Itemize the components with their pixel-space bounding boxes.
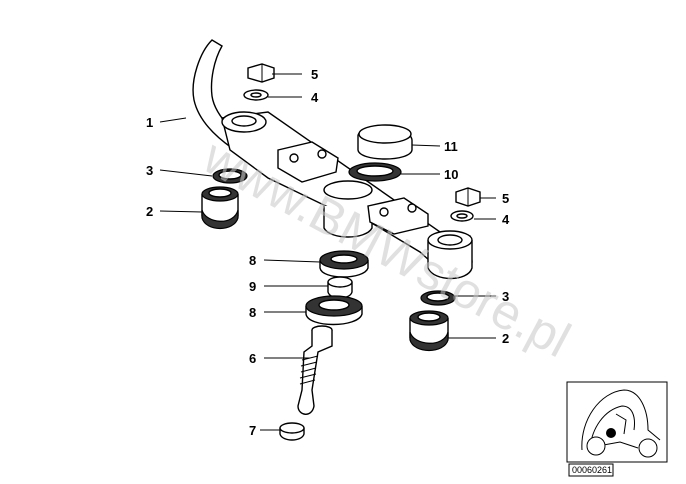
callout-2-left: 2 bbox=[146, 204, 153, 219]
callout-10: 10 bbox=[444, 167, 458, 182]
center-top bbox=[348, 124, 413, 182]
callout-2-right: 2 bbox=[502, 331, 509, 346]
callout-9: 9 bbox=[249, 279, 256, 294]
callout-8-lower: 8 bbox=[249, 305, 256, 320]
callout-5-left: 5 bbox=[311, 67, 318, 82]
leader-lines bbox=[159, 73, 496, 431]
callout-3-left: 3 bbox=[146, 163, 153, 178]
callout-3-right: 3 bbox=[502, 289, 509, 304]
callout-8-upper: 8 bbox=[249, 253, 256, 268]
callout-7: 7 bbox=[249, 423, 256, 438]
left-stack bbox=[201, 63, 275, 230]
drawing-code: 00060261 bbox=[572, 465, 612, 475]
callout-5-right: 5 bbox=[502, 191, 509, 206]
highlight-dot bbox=[606, 428, 616, 438]
callout-11: 11 bbox=[444, 139, 458, 154]
callout-1: 1 bbox=[146, 115, 153, 130]
callout-6: 6 bbox=[249, 351, 256, 366]
callout-4-left: 4 bbox=[311, 90, 319, 105]
fork-bridge bbox=[192, 39, 473, 280]
callout-4-right: 4 bbox=[502, 212, 510, 227]
vehicle-thumbnail: 00060261 bbox=[566, 381, 668, 477]
callouts: 1 2 2 3 3 4 4 5 5 6 7 8 8 9 10 11 bbox=[146, 67, 510, 438]
right-stack bbox=[409, 187, 481, 352]
stem-stack bbox=[279, 250, 369, 441]
